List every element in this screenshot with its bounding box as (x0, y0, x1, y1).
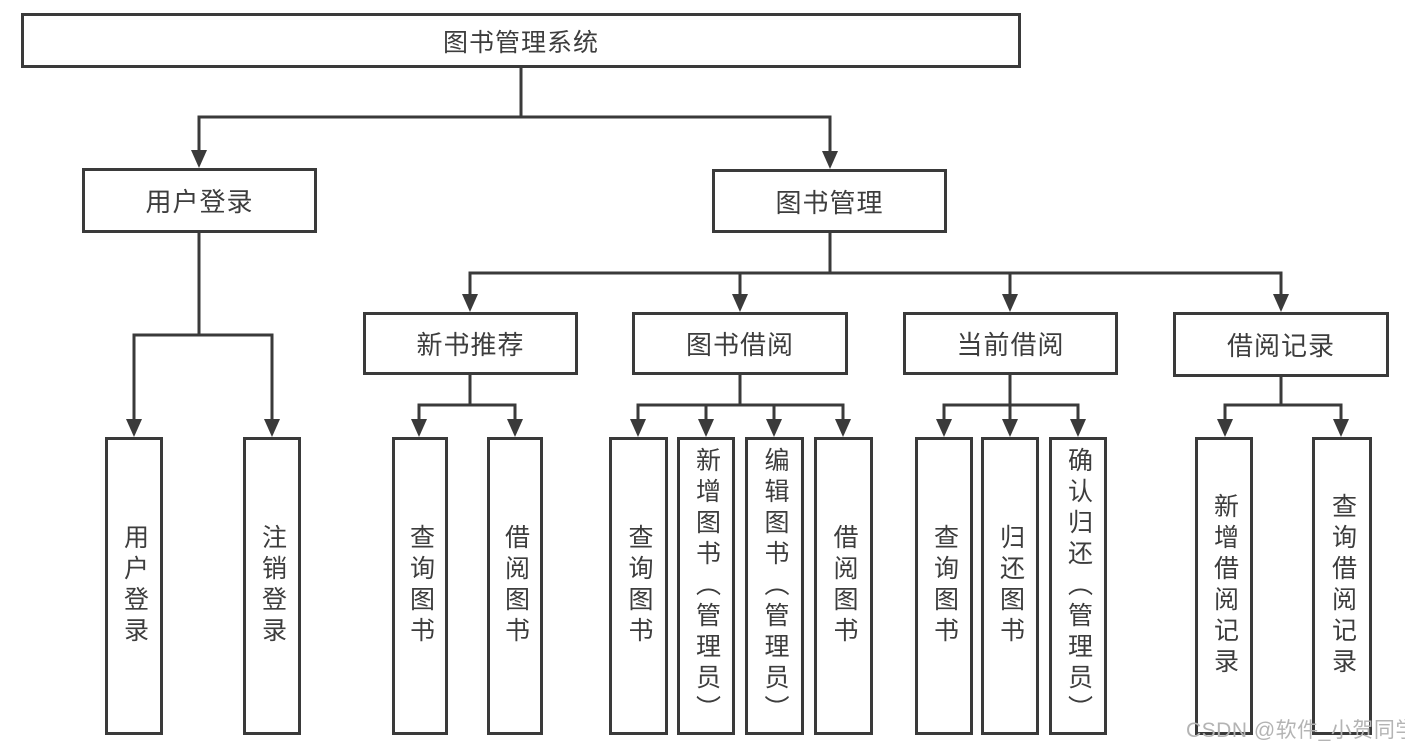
node-label: 用户登录 (120, 524, 149, 648)
node-label: 当前借阅 (956, 330, 1065, 360)
node-label: 查询图书 (625, 524, 653, 648)
node-label: 查询图书 (930, 524, 959, 648)
node-label: 新增图书（管理员） (692, 446, 721, 726)
node-new-book-recommendation: 新书推荐 (363, 312, 578, 375)
node-label: 编辑图书（管理员） (761, 446, 789, 726)
leaf-return-books: 归还图书 (981, 437, 1039, 735)
leaf-user-login: 用户登录 (105, 437, 163, 735)
node-label: 确认归还（管理员） (1064, 446, 1093, 726)
leaf-logout: 注销登录 (243, 437, 301, 735)
leaf-query-borrow-record: 查询借阅记录 (1312, 437, 1372, 735)
node-label: 用户登录 (145, 187, 254, 217)
node-book-borrowing: 图书借阅 (632, 312, 848, 375)
node-label: 图书借阅 (685, 330, 794, 360)
node-root-system: 图书管理系统 (21, 13, 1021, 68)
leaf-edit-books-admin: 编辑图书（管理员） (745, 437, 804, 735)
leaf-query-books-2: 查询图书 (609, 437, 668, 735)
leaf-query-books-3: 查询图书 (915, 437, 973, 735)
node-label: 图书管理 (775, 187, 884, 218)
node-label: 借阅图书 (830, 524, 858, 648)
leaf-add-books-admin: 新增图书（管理员） (677, 437, 735, 735)
node-borrowing-records: 借阅记录 (1173, 312, 1389, 377)
node-label: 借阅图书 (501, 524, 530, 648)
node-label: 查询图书 (406, 524, 435, 648)
node-label: 归还图书 (996, 524, 1025, 648)
leaf-borrow-books-2: 借阅图书 (814, 437, 873, 735)
node-label: 新书推荐 (416, 330, 525, 360)
leaf-add-borrow-record: 新增借阅记录 (1195, 437, 1253, 735)
csdn-watermark: CSDN @软件_小贺同学 (1186, 719, 1405, 742)
node-label: 借阅记录 (1226, 331, 1335, 361)
node-book-management: 图书管理 (712, 169, 947, 233)
leaf-query-books-1: 查询图书 (392, 437, 448, 735)
node-label: 图书管理系统 (442, 28, 599, 57)
node-label: 新增借阅记录 (1210, 493, 1239, 679)
node-current-borrowing: 当前借阅 (903, 312, 1118, 375)
node-user-login: 用户登录 (82, 168, 317, 233)
leaf-borrow-books-1: 借阅图书 (487, 437, 543, 735)
node-label: 注销登录 (258, 524, 287, 648)
node-label: 查询借阅记录 (1328, 493, 1357, 679)
leaf-confirm-return-admin: 确认归还（管理员） (1049, 437, 1107, 735)
